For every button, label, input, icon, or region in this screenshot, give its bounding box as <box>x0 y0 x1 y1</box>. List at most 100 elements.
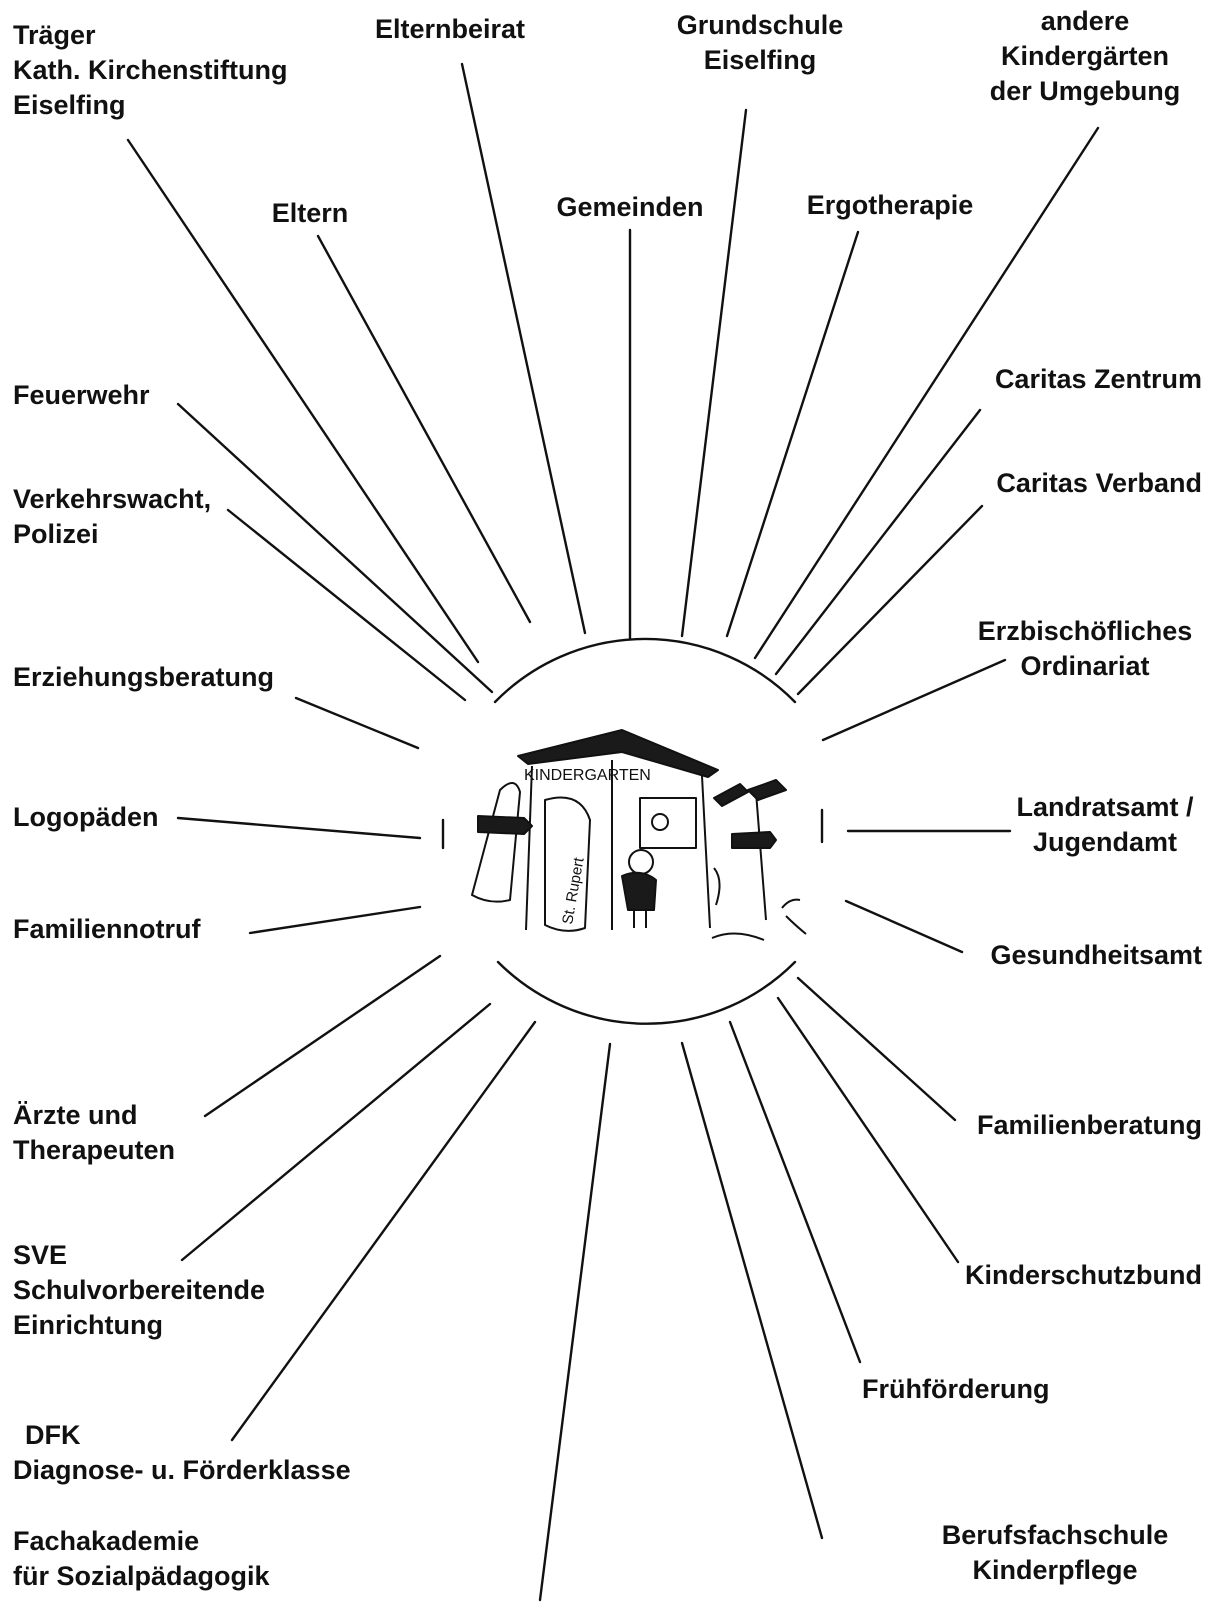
label-line: Logopäden <box>13 802 159 832</box>
label-line: Erziehungsberatung <box>13 662 275 692</box>
spoke-sve <box>180 1002 492 1262</box>
center-circle-top <box>493 637 797 704</box>
spoke-caritas-zentrum <box>774 408 982 676</box>
spoke-fruehfoerderung <box>728 1020 862 1364</box>
signpost-pole <box>755 791 767 921</box>
label-line: Caritas Verband <box>996 468 1202 498</box>
label-line: Gemeinden <box>556 192 704 222</box>
label-eltern: Eltern <box>240 196 380 231</box>
spoke-gesundheitsamt <box>844 899 964 954</box>
building-sign: KINDERGARTEN <box>524 767 651 784</box>
window-person-head <box>651 813 669 831</box>
spoke-verkehrswacht <box>226 508 467 702</box>
label-landratsamt: Landratsamt / Jugendamt <box>1000 790 1210 860</box>
building-window <box>639 797 697 849</box>
label-line: Eiselfing <box>13 90 126 120</box>
spoke-erzbischoefliches <box>821 658 1007 742</box>
grass <box>781 898 807 935</box>
label-fachakademie: Fachakademie für Sozialpädagogik <box>13 1524 270 1594</box>
spoke-familiennotruf <box>248 905 422 935</box>
label-line: andere <box>1040 6 1130 36</box>
bush <box>713 867 721 906</box>
label-familienberatung: Familienberatung <box>930 1108 1202 1143</box>
label-gemeinden: Gemeinden <box>520 190 740 225</box>
label-line: Kindergärten <box>1000 41 1170 71</box>
label-line: Landratsamt / <box>1016 792 1194 822</box>
signpost-arrow-2 <box>747 779 787 801</box>
spoke-logopaeden <box>176 816 422 840</box>
spoke-eltern <box>316 234 532 624</box>
label-traeger: Träger Kath. Kirchenstiftung Eiselfing <box>13 18 288 123</box>
label-gesundheitsamt: Gesundheitsamt <box>930 938 1202 973</box>
spoke-traeger <box>126 138 480 664</box>
label-line: Erzbischöfliches <box>977 616 1193 646</box>
arrow-sign-left <box>477 815 533 835</box>
label-berufsfachschule: Berufsfachschule Kinderpflege <box>930 1518 1180 1588</box>
label-line: Therapeuten <box>13 1135 176 1165</box>
label-line: Träger <box>13 20 96 50</box>
spoke-erziehungsberatung <box>294 696 420 750</box>
label-line: Kinderschutzbund <box>965 1260 1202 1290</box>
label-line: Kinderpflege <box>972 1555 1138 1585</box>
building-wall <box>525 760 711 931</box>
label-dfk: DFK Diagnose- u. Förderklasse <box>13 1418 351 1488</box>
label-line: Verkehrswacht, <box>13 484 212 514</box>
spoke-andere-kindergaerten <box>753 126 1100 660</box>
label-caritas-verband: Caritas Verband <box>930 466 1202 501</box>
kindergarten-illustration: KINDERGARTEN St. Rupert <box>471 729 807 941</box>
child-head <box>628 849 654 875</box>
label-andere-kindergaerten: andere Kindergärten der Umgebung <box>960 4 1210 109</box>
door-panel <box>471 782 521 903</box>
label-ergotherapie: Ergotherapie <box>790 188 990 223</box>
label-line: Diagnose- u. Förderklasse <box>13 1455 351 1485</box>
label-line: DFK <box>25 1420 81 1450</box>
label-line: Einrichtung <box>13 1310 163 1340</box>
label-line: Feuerwehr <box>13 380 150 410</box>
spoke-berufsfachschule <box>680 1041 824 1540</box>
label-line: Elternbeirat <box>374 14 526 44</box>
label-fruehfoerderung: Frühförderung <box>862 1372 1049 1407</box>
label-erziehungsberatung: Erziehungsberatung <box>13 660 274 695</box>
spoke-caritas-verband <box>796 504 984 696</box>
signpost-arrow-1 <box>713 783 749 807</box>
spoke-dfk <box>230 1020 537 1442</box>
label-erzbischoefliches: Erzbischöfliches Ordinariat <box>960 614 1210 684</box>
spoke-aerzte <box>203 954 442 1118</box>
label-line: Jugendamt <box>1032 827 1178 857</box>
label-feuerwehr: Feuerwehr <box>13 378 150 413</box>
label-logopaeden: Logopäden <box>13 800 158 835</box>
banner-text: St. Rupert <box>559 855 588 925</box>
banner <box>544 796 591 932</box>
label-line: Familiennotruf <box>13 914 201 944</box>
label-grundschule: Grundschule Eiselfing <box>640 8 880 78</box>
ground <box>711 932 765 941</box>
label-line: Schulvorbereitende <box>13 1275 266 1305</box>
label-line: Kath. Kirchenstiftung <box>13 55 288 85</box>
label-line: Gesundheitsamt <box>990 940 1202 970</box>
child-body <box>621 871 657 911</box>
label-elternbeirat: Elternbeirat <box>350 12 550 47</box>
label-line: Fachakademie <box>13 1526 200 1556</box>
label-verkehrswacht: Verkehrswacht, Polizei <box>13 482 211 552</box>
label-line: Eiselfing <box>703 45 817 75</box>
label-line: für Sozialpädagogik <box>13 1561 270 1591</box>
label-line: Frühförderung <box>862 1374 1050 1404</box>
spoke-feuerwehr <box>176 402 494 694</box>
label-line: Eltern <box>271 198 349 228</box>
building-roof <box>517 729 719 778</box>
label-line: Grundschule <box>676 10 844 40</box>
spoke-elternbeirat <box>460 62 587 635</box>
spoke-ergotherapie <box>725 230 860 638</box>
label-line: Polizei <box>13 519 99 549</box>
spoke-kinderschutzbund <box>776 996 960 1264</box>
label-familiennotruf: Familiennotruf <box>13 912 201 947</box>
label-line: der Umgebung <box>989 76 1181 106</box>
label-aerzte: Ärzte und Therapeuten <box>13 1098 175 1168</box>
spoke-grundschule <box>680 108 748 638</box>
signpost-arrow-3 <box>731 831 777 849</box>
label-line: Ärzte und <box>13 1100 138 1130</box>
label-caritas-zentrum: Caritas Zentrum <box>930 362 1202 397</box>
spoke-familienberatung <box>796 976 957 1122</box>
